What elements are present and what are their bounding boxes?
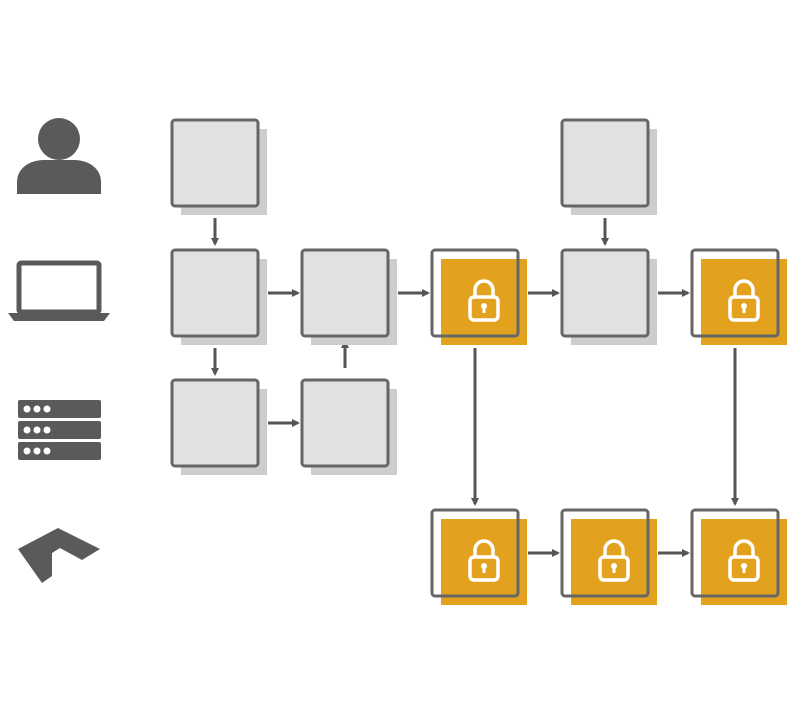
user-icon	[17, 118, 101, 194]
block	[560, 248, 657, 345]
block	[560, 118, 657, 215]
edges	[211, 218, 739, 557]
block-outline	[170, 248, 260, 338]
block	[300, 378, 397, 475]
block	[170, 378, 267, 475]
lock-icon	[468, 279, 500, 322]
lock-icon	[598, 539, 630, 582]
row-icons	[8, 118, 110, 583]
block-outline	[560, 118, 650, 208]
locked-block	[430, 508, 527, 605]
block-outline	[560, 248, 650, 338]
block-outline	[690, 508, 780, 598]
block	[300, 248, 397, 345]
locked-block-fill	[441, 259, 527, 345]
laptop-icon	[8, 260, 110, 321]
locked-block-fill	[441, 519, 527, 605]
lock-icon	[468, 539, 500, 582]
lock-icon	[728, 539, 760, 582]
locked-block-fill	[571, 519, 657, 605]
locked-block	[690, 248, 787, 345]
block-outline	[170, 378, 260, 468]
locked-block	[560, 508, 657, 605]
block-outline	[170, 118, 260, 208]
locked-block-fill	[701, 519, 787, 605]
locked-block	[430, 248, 527, 345]
server-icon	[18, 400, 101, 460]
nodes	[170, 118, 787, 605]
locked-block-fill	[701, 259, 787, 345]
block-outline	[300, 248, 390, 338]
block-outline	[560, 508, 650, 598]
block-outline	[430, 248, 520, 338]
block	[170, 248, 267, 345]
network-node-icon	[18, 528, 100, 583]
block-outline	[300, 378, 390, 468]
lock-icon	[728, 279, 760, 322]
block-outline	[430, 508, 520, 598]
block	[170, 118, 267, 215]
locked-block	[690, 508, 787, 605]
block-outline	[690, 248, 780, 338]
